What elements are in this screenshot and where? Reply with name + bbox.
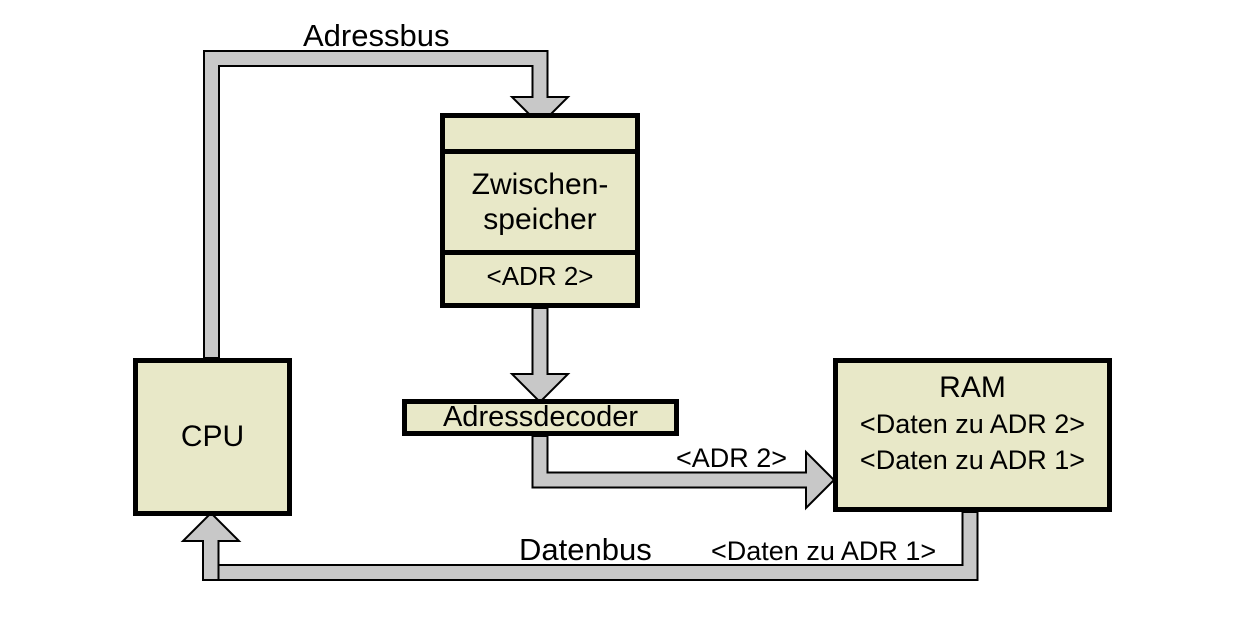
ram-to-cpu-wire-label: <Daten zu ADR 1> (711, 536, 937, 566)
decoder-to-ram-wire-label: <ADR 2> (676, 443, 788, 473)
address-bus-path (203, 50, 571, 359)
zwischenspeicher-name-line1: Zwischen- (471, 167, 609, 201)
cpu-box[interactable]: CPU (133, 358, 292, 516)
zwischenspeicher-box[interactable]: Zwischen-speicher <ADR 2> (440, 113, 640, 308)
zwischenspeicher-name: Zwischen-speicher (472, 167, 609, 238)
data-bus-path (180, 511, 979, 581)
zwischenspeicher-value-segment: <ADR 2> (445, 255, 635, 298)
zwischenspeicher-top-segment (445, 118, 635, 154)
ram-data-line-2: <Daten zu ADR 1> (859, 445, 1086, 476)
zwischenspeicher-value-label: <ADR 2> (486, 261, 594, 291)
datenbus-label: Datenbus (519, 532, 652, 567)
ram-title: RAM (939, 371, 1006, 404)
decoder-to-ram-arrow (531, 435, 836, 511)
zwischenspeicher-name-segment: Zwischen-speicher (445, 154, 635, 255)
zwischenspeicher-name-line2: speicher (483, 203, 597, 236)
adressbus-label: Adressbus (303, 18, 450, 53)
buffer-to-decoder-arrow (509, 307, 571, 404)
cpu-label: CPU (180, 420, 245, 454)
adressdecoder-box[interactable]: Adressdecoder (402, 399, 679, 436)
ram-box[interactable]: RAM <Daten zu ADR 2> <Daten zu ADR 1> (833, 358, 1112, 512)
adressdecoder-label: Adressdecoder (442, 401, 639, 434)
ram-data-line-1: <Daten zu ADR 2> (859, 409, 1086, 440)
